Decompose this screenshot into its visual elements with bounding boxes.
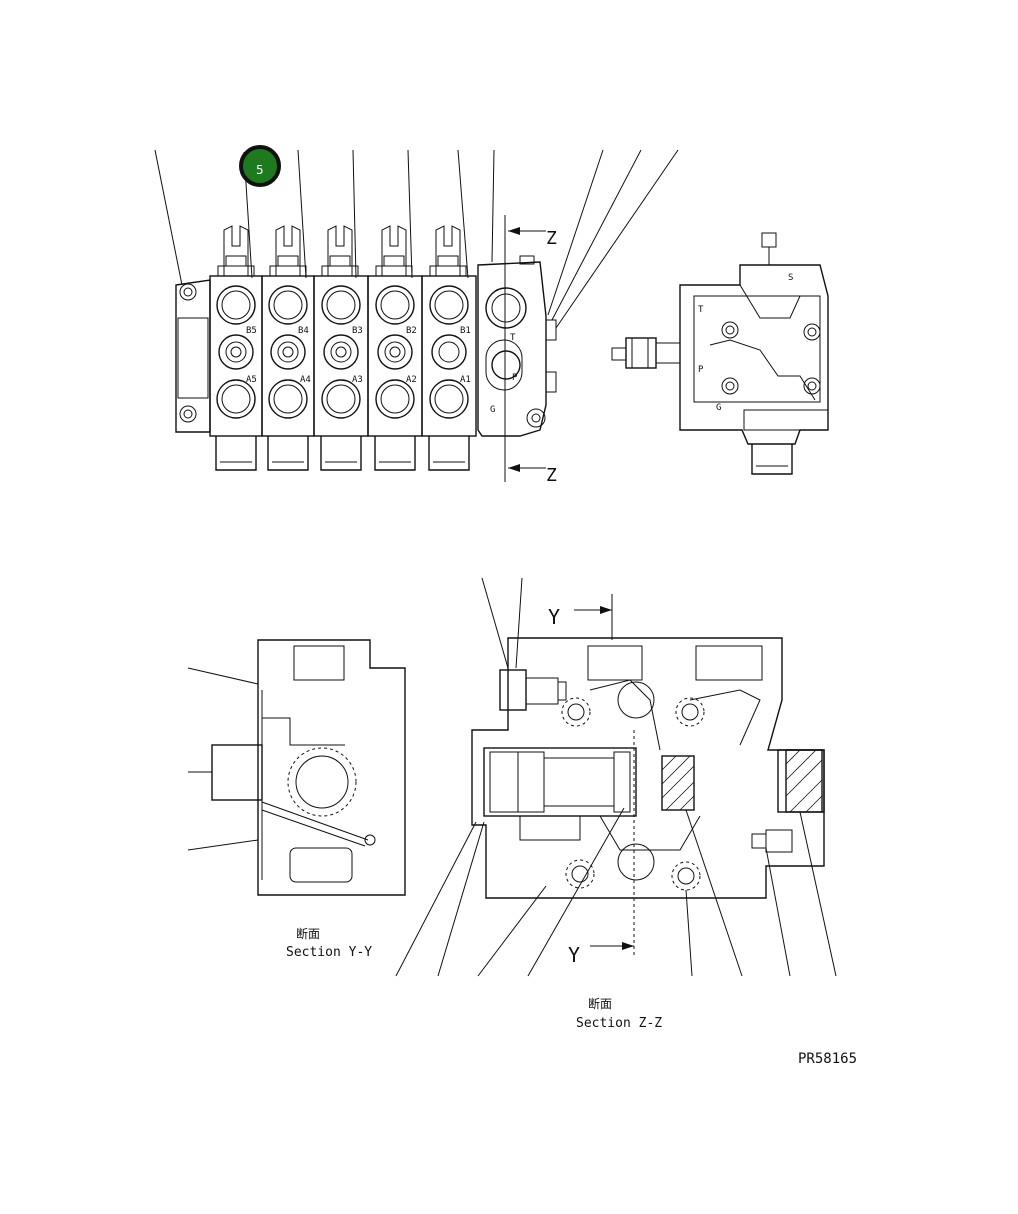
- valve-side-view: S T P G: [611, 232, 829, 475]
- section-zz-title: Section Z-Z: [576, 1016, 662, 1031]
- callout-badge[interactable]: 5: [239, 145, 281, 187]
- port-label-a5: A5: [246, 375, 257, 385]
- leader-lines-top: [154, 149, 679, 329]
- section-yy-title: Section Y-Y: [286, 945, 372, 960]
- end-port-p: P: [512, 373, 518, 383]
- port-label-b2: B2: [406, 326, 417, 336]
- section-yy-view: 断面 Section Y-Y: [187, 639, 406, 960]
- valve-section-5: [209, 225, 263, 471]
- section-z-label-top: Z: [546, 228, 557, 249]
- section-z-cutline: [504, 215, 546, 482]
- hatch-plug-right: [785, 749, 823, 813]
- section-y-label-bottom: Y: [568, 943, 580, 967]
- port-label-b5: B5: [246, 326, 257, 336]
- section-zz-jp: 断面: [588, 996, 612, 1011]
- end-port-t: T: [510, 333, 516, 343]
- side-port-t: T: [698, 305, 704, 315]
- section-zz-view: Y Y 断面 Section Z-Z: [395, 577, 837, 1031]
- side-port-p: P: [698, 365, 704, 375]
- valve-section-3: [313, 225, 369, 471]
- outlet-end-plate: T P G: [477, 255, 557, 437]
- valve-section-2: [367, 225, 423, 471]
- port-label-a3: A3: [352, 375, 363, 385]
- section-y-label-top: Y: [548, 605, 560, 629]
- hatch-plug-left: [661, 755, 695, 811]
- port-label-a2: A2: [406, 375, 417, 385]
- valve-front-view: B5 B4 B3 B2 B1 A5 A4 A3 A2 A1 T P G: [154, 145, 679, 486]
- port-label-b1: B1: [460, 326, 471, 336]
- side-port-g: G: [716, 403, 721, 413]
- end-port-g: G: [490, 405, 495, 415]
- section-yy-jp: 断面: [296, 926, 320, 941]
- section-z-label-bottom: Z: [546, 465, 557, 486]
- callout-number: 5: [256, 163, 264, 177]
- drawing-number: PR58165: [798, 1051, 857, 1067]
- port-label-a4: A4: [300, 375, 311, 385]
- side-port-s: S: [788, 273, 793, 283]
- port-label-a1: A1: [460, 375, 471, 385]
- port-label-b4: B4: [298, 326, 309, 336]
- valve-section-4: [261, 225, 315, 471]
- port-label-b3: B3: [352, 326, 363, 336]
- valve-section-1: [421, 225, 477, 471]
- inlet-end-plate: [175, 279, 211, 433]
